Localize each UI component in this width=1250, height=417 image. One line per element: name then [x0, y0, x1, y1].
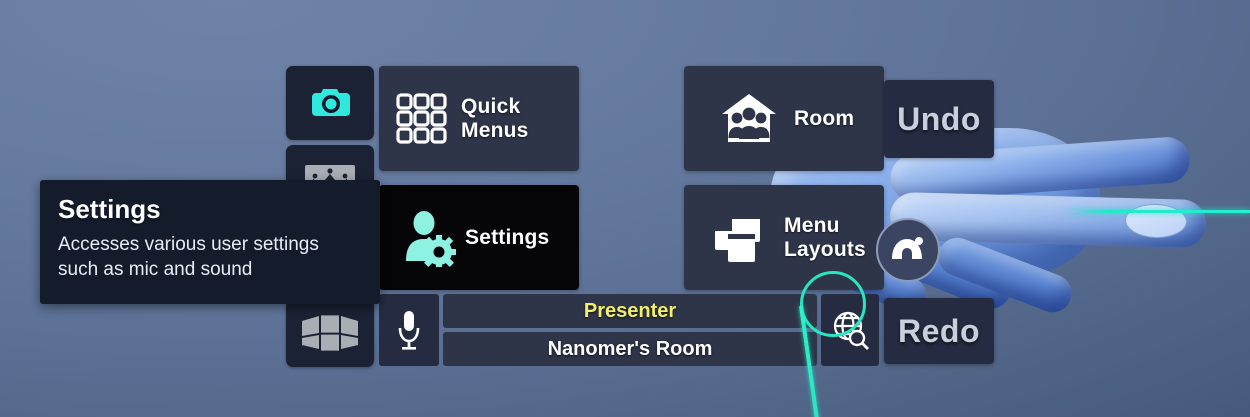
microphone-icon — [397, 309, 421, 351]
room-name-row[interactable]: Nanomer's Room — [443, 332, 817, 366]
tile-label-quick-menus: Quick Menus — [461, 94, 529, 142]
status-text-column: Presenter Nanomer's Room — [443, 294, 817, 366]
home-arch-icon — [890, 235, 926, 265]
redo-button[interactable]: Redo — [884, 298, 994, 364]
center-home-badge[interactable] — [876, 218, 940, 282]
presenter-row[interactable]: Presenter — [443, 294, 817, 328]
tile-settings[interactable]: Settings — [379, 185, 579, 290]
user-gear-icon — [401, 209, 461, 267]
camera-icon — [308, 86, 352, 120]
room-name-label: Nanomer's Room — [547, 337, 713, 360]
house-people-icon — [720, 92, 778, 146]
undo-button[interactable]: Undo — [884, 80, 994, 158]
tile-label-room: Room — [794, 106, 855, 130]
laser-cursor-circle — [800, 271, 866, 337]
bottom-status-bar: Presenter Nanomer's Room — [379, 294, 879, 366]
tile-menu-layouts[interactable]: Menu Layouts — [684, 185, 884, 290]
sidebar-item-curved-panels[interactable] — [286, 299, 374, 367]
hand-laser-ray — [1070, 210, 1250, 213]
grid-3x3-icon — [395, 92, 449, 146]
tile-room[interactable]: Room — [684, 66, 884, 171]
microphone-button[interactable] — [379, 294, 439, 366]
tooltip-title: Settings — [58, 194, 161, 224]
windows-stack-icon — [714, 212, 772, 264]
tooltip-description: Accesses various user settings such as m… — [58, 234, 319, 280]
curved-panels-icon — [299, 312, 361, 354]
tile-quick-menus[interactable]: Quick Menus — [379, 66, 579, 171]
presenter-label: Presenter — [583, 299, 677, 322]
sidebar-item-camera[interactable] — [286, 66, 374, 140]
tile-label-menu-layouts: Menu Layouts — [784, 213, 866, 261]
tile-label-settings: Settings — [465, 225, 550, 249]
tooltip-panel: Settings Accesses various user settings … — [40, 180, 380, 304]
